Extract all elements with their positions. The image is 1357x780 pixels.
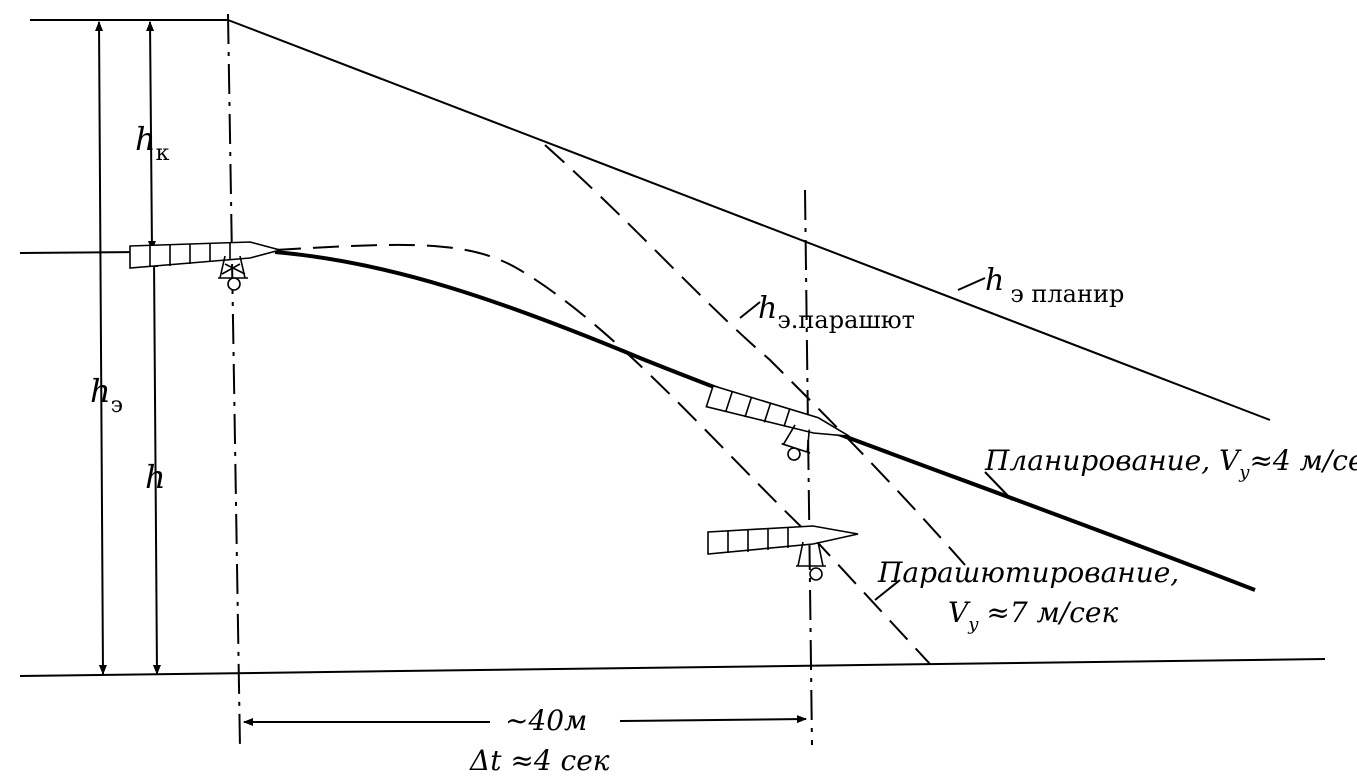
glider-icon-glide [705, 384, 850, 461]
delta-t-label: Δt ≈4 сек [469, 744, 610, 777]
parachute-label: Парашютирование, [877, 556, 1179, 589]
flight-level-line [19, 251, 141, 254]
h-e-parachute-leader [739, 301, 761, 319]
h-e-label: hэ [90, 372, 123, 418]
glide-path [274, 250, 1256, 592]
h-e-glide-line [227, 19, 1271, 421]
ground-line [19, 658, 1326, 677]
glide-speed-label: Планирование, Vy≈4 м/сек [984, 444, 1357, 483]
distance-arrow-right [619, 715, 807, 724]
parachute-speed-label: Vy≈7 м/сек [948, 596, 1118, 635]
h-e-parachute-envelope [544, 144, 966, 566]
glider-icon-level [129, 241, 284, 291]
h-e-glide-leader [957, 277, 986, 291]
distance-label: ~40м [505, 704, 587, 737]
h-dimension-arrow [150, 257, 161, 675]
h-k-dimension-arrow [146, 21, 156, 251]
glide-leader [984, 471, 1013, 501]
h-e-dimension-arrow [95, 21, 107, 675]
h-e-parachute-label: hэ.парашют [758, 291, 915, 334]
parachute-leader [874, 579, 901, 601]
glider-icon-parachute [707, 525, 859, 581]
h-k-label: hк [135, 120, 170, 166]
h-label: h [145, 458, 166, 496]
parachute-path [274, 243, 931, 665]
start-vertical-line [227, 13, 241, 749]
end-vertical-line [804, 189, 813, 746]
